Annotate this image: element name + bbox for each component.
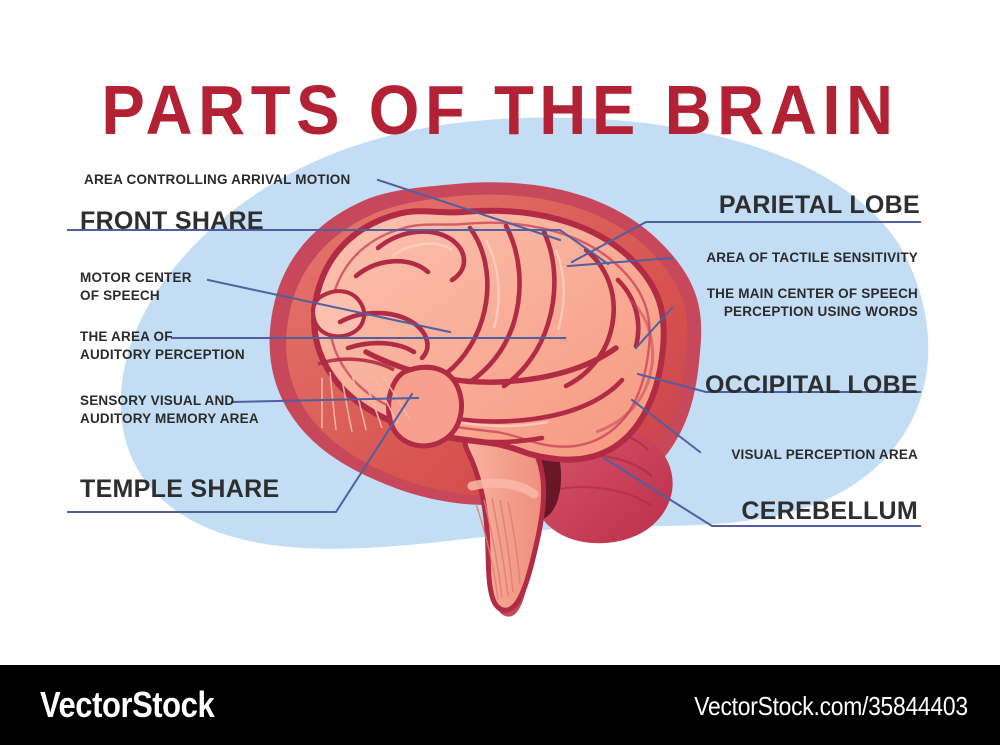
label-sensory-visual-and-auditory-memory-area-line2: AUDITORY MEMORY AREA [80, 411, 259, 426]
brain-figure [269, 182, 702, 617]
label-temple-share: TEMPLE SHARE [80, 475, 280, 503]
medulla-fibres [475, 497, 521, 601]
pons-band [467, 478, 539, 499]
label-motor-center-of-speech-line1: MOTOR CENTER [80, 270, 192, 285]
leader-parietal-lobe [570, 221, 921, 264]
label-cerebellum: CEREBELLUM [741, 497, 918, 525]
cortex-sulci [337, 223, 641, 445]
label-motor-center-of-speech-line2: OF SPEECH [80, 288, 160, 303]
leader-lines [67, 178, 921, 527]
leader-front-share [67, 229, 610, 266]
leader-cerebellum [602, 456, 921, 527]
occipital-shade [595, 298, 655, 434]
frontal-pole-gyrus [311, 289, 367, 339]
label-the-main-center-of-speech-perception-using-words-line1: THE MAIN CENTER OF SPEECH [706, 286, 918, 301]
label-the-main-center-of-speech-perception-using-words-line2: PERCEPTION USING WORDS [723, 304, 918, 319]
label-occipital-lobe: OCCIPITAL LOBE [704, 371, 918, 399]
label-front-share: FRONT SHARE [80, 207, 264, 235]
leader-area-tactile-sensitivity [566, 256, 674, 268]
leader-motor-center-of-speech [206, 278, 452, 334]
watermark-footer: VectorStock VectorStock.com/35844403 [0, 665, 1000, 745]
cerebellum-left-edge [317, 357, 395, 372]
leader-visual-perception-area [630, 398, 702, 454]
leader-occipital-lobe [636, 372, 921, 393]
label-area-of-tactile-sensitivity: AREA OF TACTILE SENSITIVITY [706, 250, 918, 265]
temporal-lobe-nub [386, 364, 464, 449]
leader-main-center-speech [634, 306, 674, 350]
label-visual-perception-area: VISUAL PERCEPTION AREA [731, 447, 918, 462]
leader-sensory-visual-memory [230, 396, 420, 404]
label-the-area-of-auditory-perception-line1: THE AREA OF [80, 329, 173, 344]
cortex-inner-outline [328, 221, 651, 448]
label-sensory-visual-and-auditory-memory-area-line1: SENSORY VISUAL AND [80, 393, 235, 408]
page-title: PARTS OF THE BRAIN [101, 71, 899, 149]
vectorstock-url: VectorStock.com/35844403 [694, 691, 969, 721]
label-area-controlling-arrival-motion: AREA CONTROLLING ARRIVAL MOTION [84, 172, 351, 187]
leader-temple-share [67, 392, 414, 513]
vectorstock-brand: VectorStock [40, 684, 215, 725]
label-the-area-of-auditory-perception-line2: AUDITORY PERCEPTION [80, 347, 245, 362]
label-parietal-lobe: PARIETAL LOBE [718, 191, 920, 219]
